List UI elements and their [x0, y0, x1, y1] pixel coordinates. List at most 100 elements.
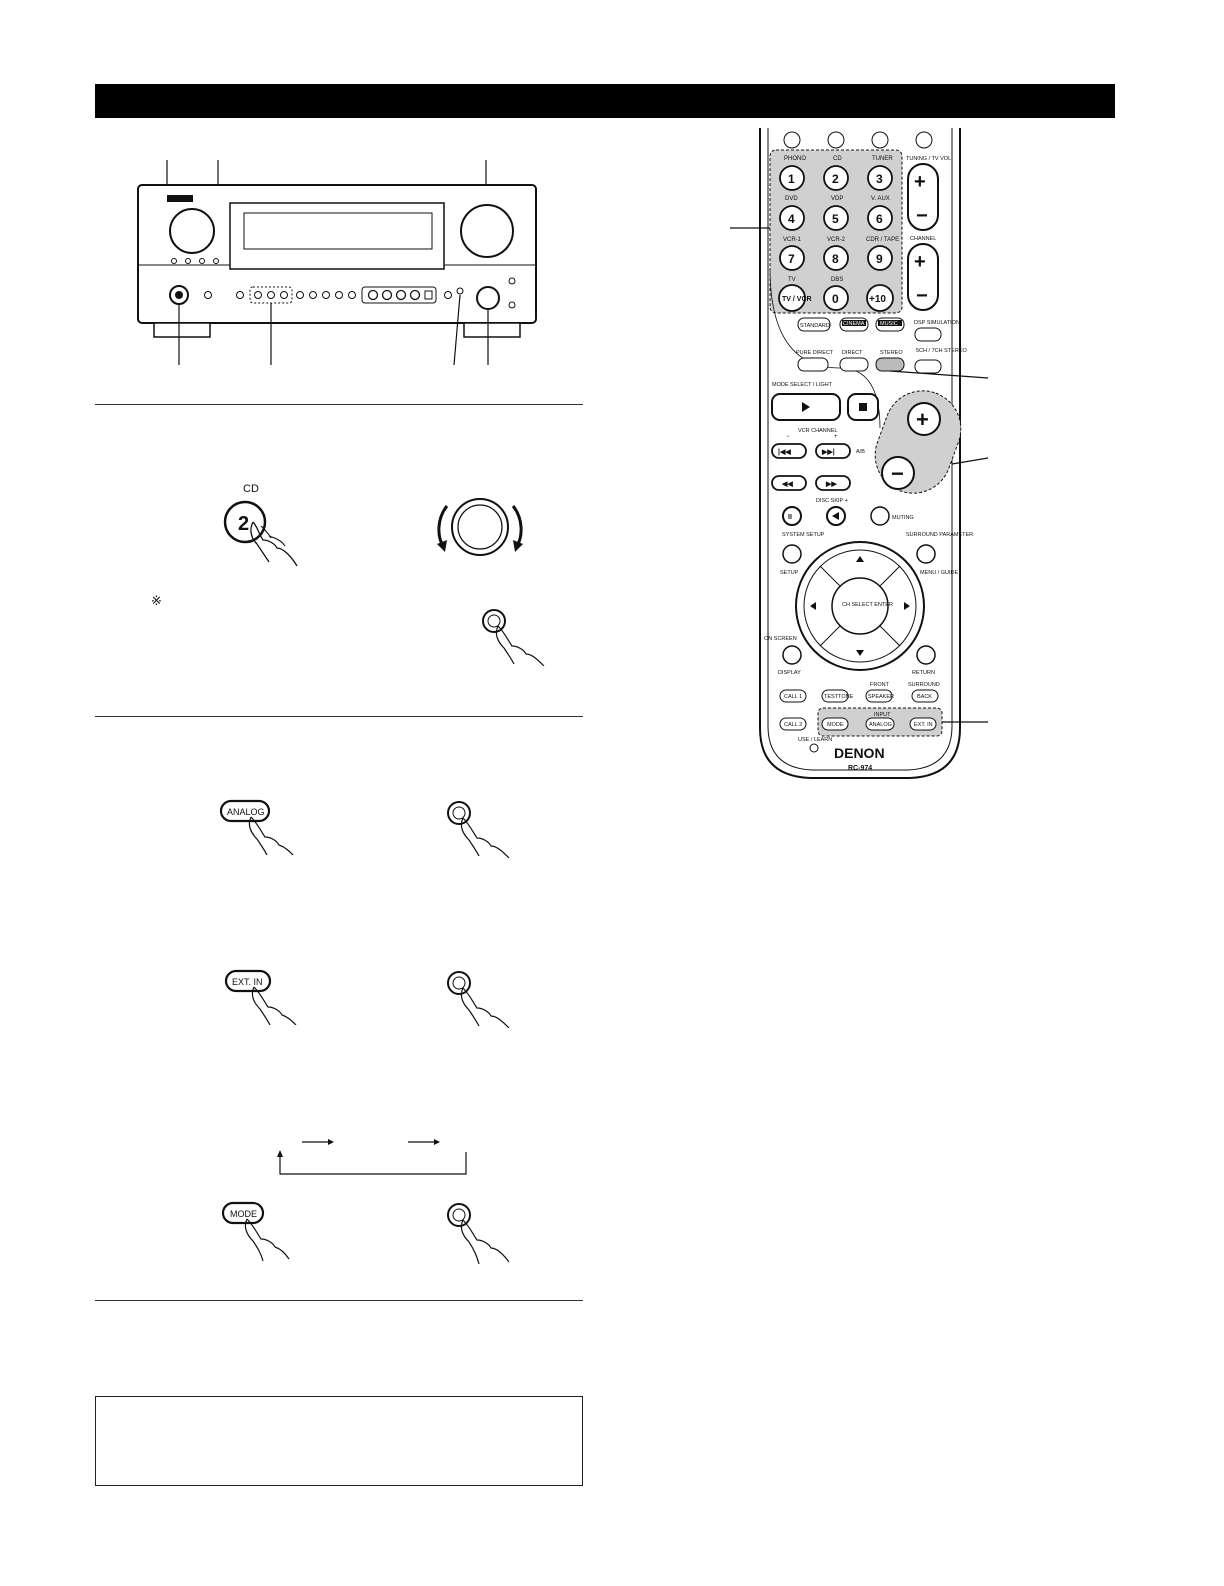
- svg-text:MUSIC: MUSIC: [880, 321, 898, 327]
- button-press-illustration: [482, 609, 545, 666]
- svg-text:MODE SELECT / LIGHT: MODE SELECT / LIGHT: [772, 382, 833, 388]
- skip-forward-icon: ▶▶|: [821, 449, 835, 456]
- number-2: 2: [238, 513, 249, 535]
- divider: [95, 716, 583, 717]
- svg-text:+10: +10: [869, 294, 886, 305]
- svg-text:DISC SKIP +: DISC SKIP +: [816, 498, 848, 504]
- svg-text:SETUP: SETUP: [780, 570, 799, 576]
- button-press-illustration: [447, 1203, 510, 1265]
- svg-text:1: 1: [788, 172, 795, 186]
- svg-text:SPEAKER: SPEAKER: [868, 694, 894, 700]
- note-symbol: ※: [151, 593, 162, 608]
- button-press-illustration: [447, 971, 510, 1028]
- svg-text:3: 3: [876, 172, 883, 186]
- svg-text:MENU / GUIDE: MENU / GUIDE: [920, 570, 959, 576]
- plus-icon: +: [914, 171, 926, 193]
- svg-text:V. AUX: V. AUX: [871, 196, 890, 202]
- svg-text:STANDARD: STANDARD: [800, 323, 830, 329]
- volume-plus-icon: +: [916, 407, 929, 432]
- svg-text:7: 7: [788, 252, 795, 266]
- svg-text:CALL 1: CALL 1: [784, 694, 802, 700]
- denon-logo-icon: [167, 195, 193, 202]
- receiver-illustration: [137, 160, 537, 365]
- svg-text:DIRECT: DIRECT: [842, 350, 863, 356]
- svg-text:2: 2: [832, 172, 839, 186]
- plus-icon: +: [914, 251, 926, 273]
- svg-text:0: 0: [832, 292, 839, 306]
- svg-text:8: 8: [832, 252, 839, 266]
- svg-text:ANALOG: ANALOG: [869, 722, 892, 728]
- svg-text:VCR CHANNEL: VCR CHANNEL: [798, 428, 837, 434]
- svg-text:6: 6: [876, 212, 883, 226]
- svg-text:A/B: A/B: [856, 449, 865, 455]
- skip-back-icon: |◀◀: [778, 449, 791, 456]
- rewind-icon: ◀◀: [781, 481, 793, 488]
- remote-brand: DENON: [834, 745, 885, 761]
- svg-text:CHANNEL: CHANNEL: [910, 236, 936, 242]
- svg-text:CD: CD: [833, 156, 842, 162]
- svg-text:VCR-2: VCR-2: [827, 237, 846, 243]
- up-arrow-icon: [856, 556, 864, 562]
- disc-skip-icon: [832, 512, 839, 520]
- svg-text:TUNER: TUNER: [872, 156, 893, 162]
- divider: [95, 1300, 583, 1301]
- svg-text:9: 9: [876, 252, 883, 266]
- section-header-bar: [95, 84, 1115, 118]
- svg-text:FRONT: FRONT: [870, 682, 890, 688]
- svg-text:DBS: DBS: [831, 277, 843, 283]
- svg-text:5CH / 7CH STEREO: 5CH / 7CH STEREO: [916, 348, 967, 354]
- left-arrow-icon: [810, 602, 816, 610]
- svg-text:TV: TV: [788, 277, 796, 283]
- svg-text:ON SCREEN: ON SCREEN: [764, 636, 797, 642]
- svg-text:PURE DIRECT: PURE DIRECT: [796, 350, 834, 356]
- svg-text:USE / LEARN: USE / LEARN: [798, 737, 832, 743]
- svg-text:CINEMA: CINEMA: [843, 321, 865, 327]
- divider: [95, 404, 583, 405]
- svg-text:MODE: MODE: [827, 722, 844, 728]
- mode-button-illustration: MODE: [221, 1201, 290, 1262]
- minus-icon: −: [916, 285, 928, 307]
- right-arrow-icon: [904, 602, 910, 610]
- svg-text:DISPLAY: DISPLAY: [778, 670, 801, 676]
- svg-text:RETURN: RETURN: [912, 670, 935, 676]
- volume-knob-rotate-illustration: [437, 498, 523, 556]
- mode-cycle-diagram: [277, 1139, 467, 1175]
- analog-button-illustration: ANALOG: [219, 799, 294, 855]
- svg-text:EXT. IN: EXT. IN: [914, 722, 933, 728]
- svg-text:TUNING / TV VOL: TUNING / TV VOL: [906, 156, 951, 162]
- svg-text:MODE: MODE: [230, 1209, 257, 1219]
- svg-text:BACK: BACK: [917, 694, 932, 700]
- svg-text:EXT. IN: EXT. IN: [232, 977, 263, 987]
- svg-text:CH SELECT ENTER: CH SELECT ENTER: [842, 602, 893, 608]
- fast-forward-icon: ▶▶: [825, 481, 837, 488]
- note-box: [95, 1396, 583, 1486]
- minus-icon: −: [916, 205, 928, 227]
- svg-text:CALL 2: CALL 2: [784, 722, 802, 728]
- play-icon: [802, 402, 810, 412]
- svg-text:SURROUND PARAMETER: SURROUND PARAMETER: [906, 532, 973, 538]
- cd-label: CD: [243, 483, 259, 495]
- remote-model: RC-974: [848, 765, 872, 772]
- ext-in-button-illustration: EXT. IN: [224, 969, 297, 1025]
- svg-text:TV / VCR: TV / VCR: [782, 296, 812, 303]
- down-arrow-icon: [856, 650, 864, 656]
- svg-text:PHONO: PHONO: [784, 156, 806, 162]
- svg-text:INPUT: INPUT: [874, 712, 891, 718]
- svg-text:CDR / TAPE: CDR / TAPE: [866, 237, 899, 243]
- svg-text:+: +: [834, 434, 838, 440]
- svg-text:STEREO: STEREO: [880, 350, 903, 356]
- svg-text:※: ※: [151, 593, 162, 608]
- svg-text:5: 5: [832, 212, 839, 226]
- svg-text:−: −: [786, 434, 790, 440]
- svg-text:VCR-1: VCR-1: [783, 237, 802, 243]
- svg-text:ANALOG: ANALOG: [227, 807, 265, 817]
- svg-text:DVD: DVD: [785, 196, 798, 202]
- remote-control-illustration: PHONO CD TUNER 1 2 3 DVD VDP V. AUX 4 5 …: [730, 128, 989, 779]
- svg-text:MUTING: MUTING: [892, 515, 914, 521]
- stop-icon: [859, 403, 867, 411]
- volume-minus-icon: −: [891, 461, 904, 486]
- button-press-illustration: [447, 801, 510, 858]
- svg-text:VDP: VDP: [831, 196, 843, 202]
- svg-text:TESTTONE: TESTTONE: [824, 694, 854, 700]
- svg-text:SYSTEM SETUP: SYSTEM SETUP: [782, 532, 825, 538]
